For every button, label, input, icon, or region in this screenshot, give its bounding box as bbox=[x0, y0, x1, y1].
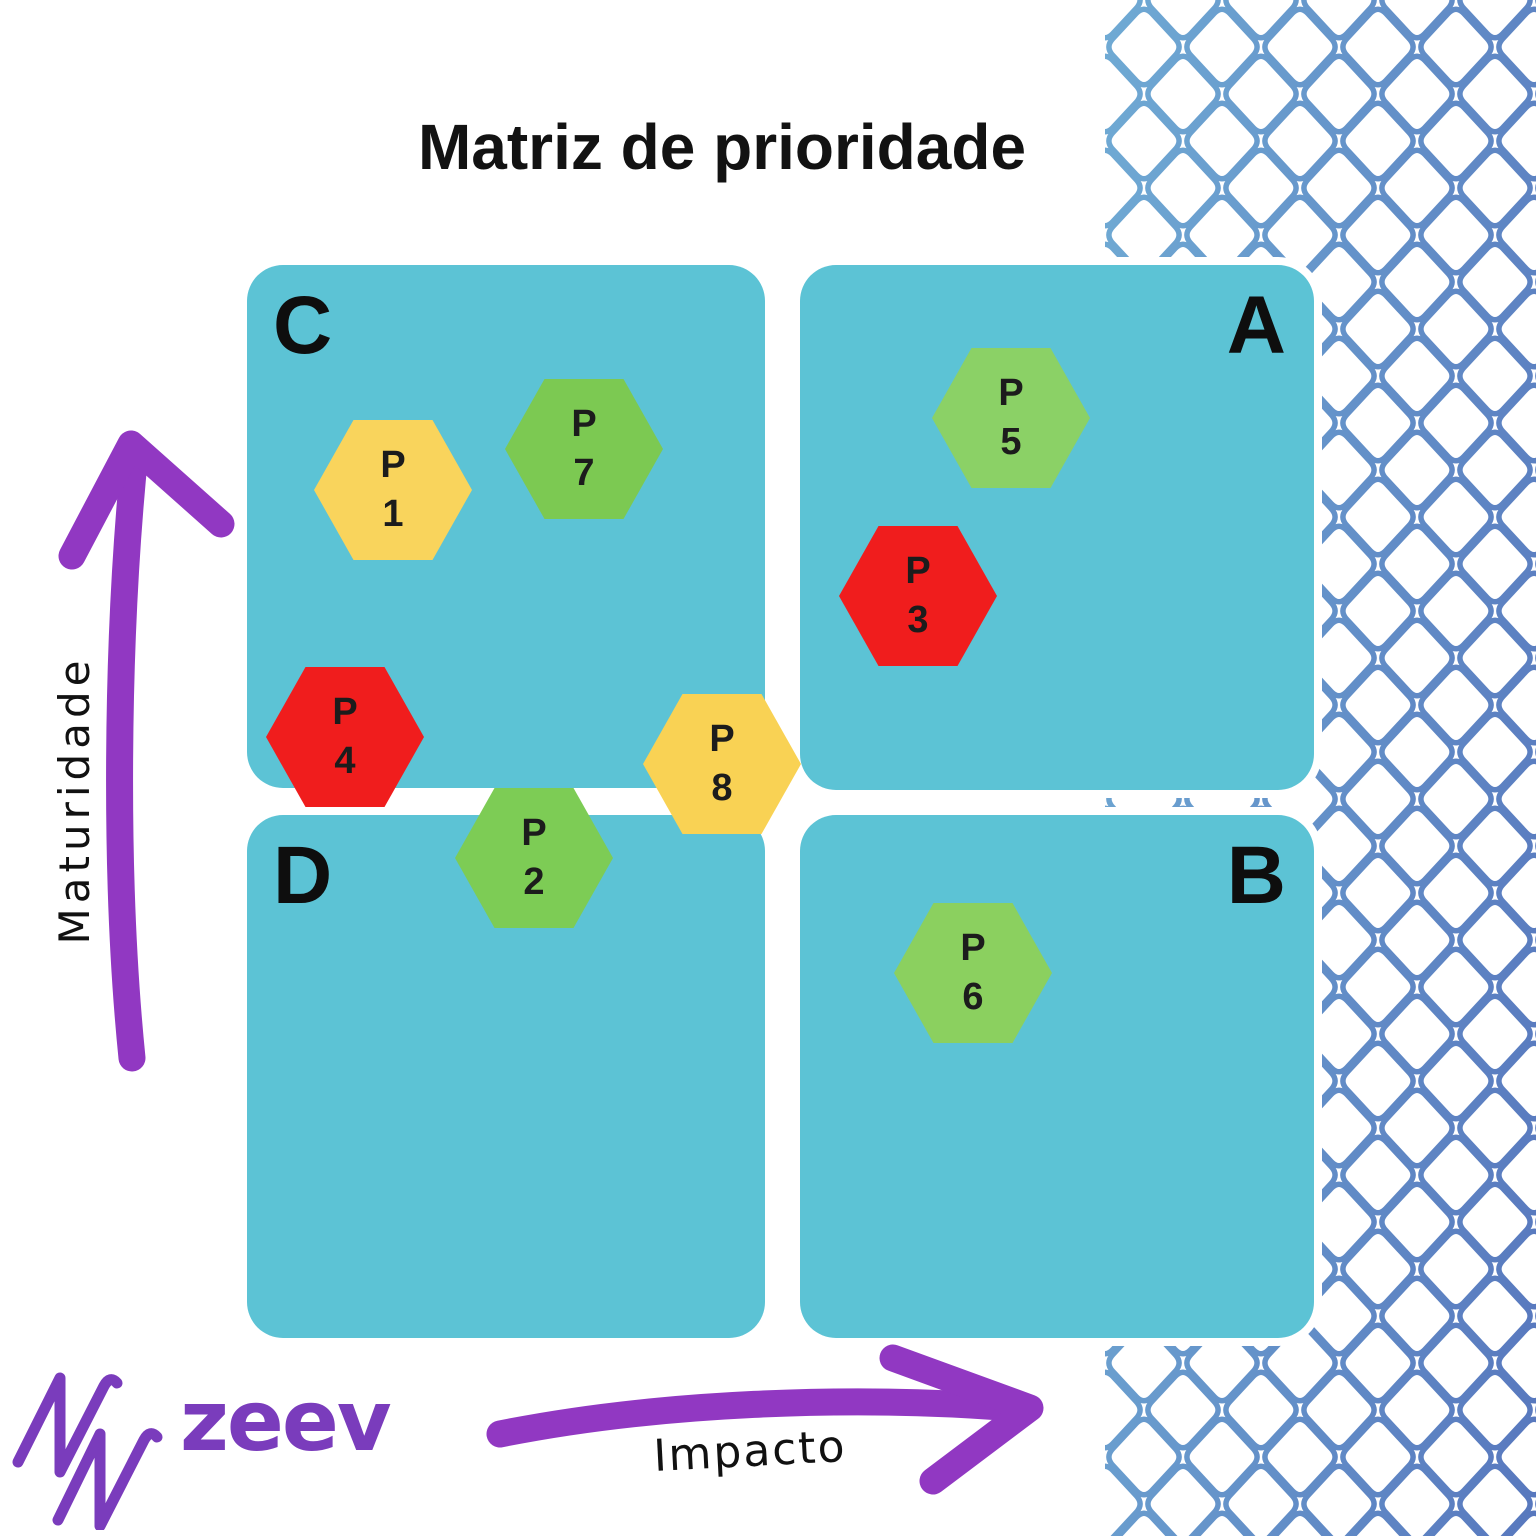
hexagon-label: P 3 bbox=[905, 550, 931, 641]
hexagon-label: P 6 bbox=[960, 927, 986, 1018]
y-axis-arrow-shaft bbox=[106, 438, 149, 1072]
page-title: Matriz de prioridade bbox=[417, 111, 1027, 183]
x-axis-arrow-head bbox=[879, 1344, 1044, 1495]
hexagon-label: P 4 bbox=[332, 691, 358, 782]
quadrant-b: B bbox=[800, 815, 1314, 1338]
quadrant-d-label: D bbox=[273, 830, 333, 921]
x-axis-label: Impacto bbox=[652, 1420, 848, 1483]
y-axis-arrow-head bbox=[58, 430, 235, 570]
zeev-logo-text: zeev bbox=[180, 1372, 392, 1470]
quadrant-a-label: A bbox=[1226, 280, 1286, 371]
quadrant-b-label: B bbox=[1226, 830, 1286, 921]
hexagon-label: P 8 bbox=[709, 718, 735, 809]
hexagon-label: P 5 bbox=[998, 372, 1024, 463]
quadrant-c-label: C bbox=[273, 280, 333, 371]
hexagon-label: P 1 bbox=[380, 444, 406, 535]
y-axis-label: Maturidade bbox=[50, 655, 99, 945]
zeev-logo-icon bbox=[12, 1372, 163, 1530]
hexagon-label: P 2 bbox=[521, 812, 547, 903]
quadrant-a: A bbox=[800, 265, 1314, 790]
hexagon-label: P 7 bbox=[571, 403, 597, 494]
